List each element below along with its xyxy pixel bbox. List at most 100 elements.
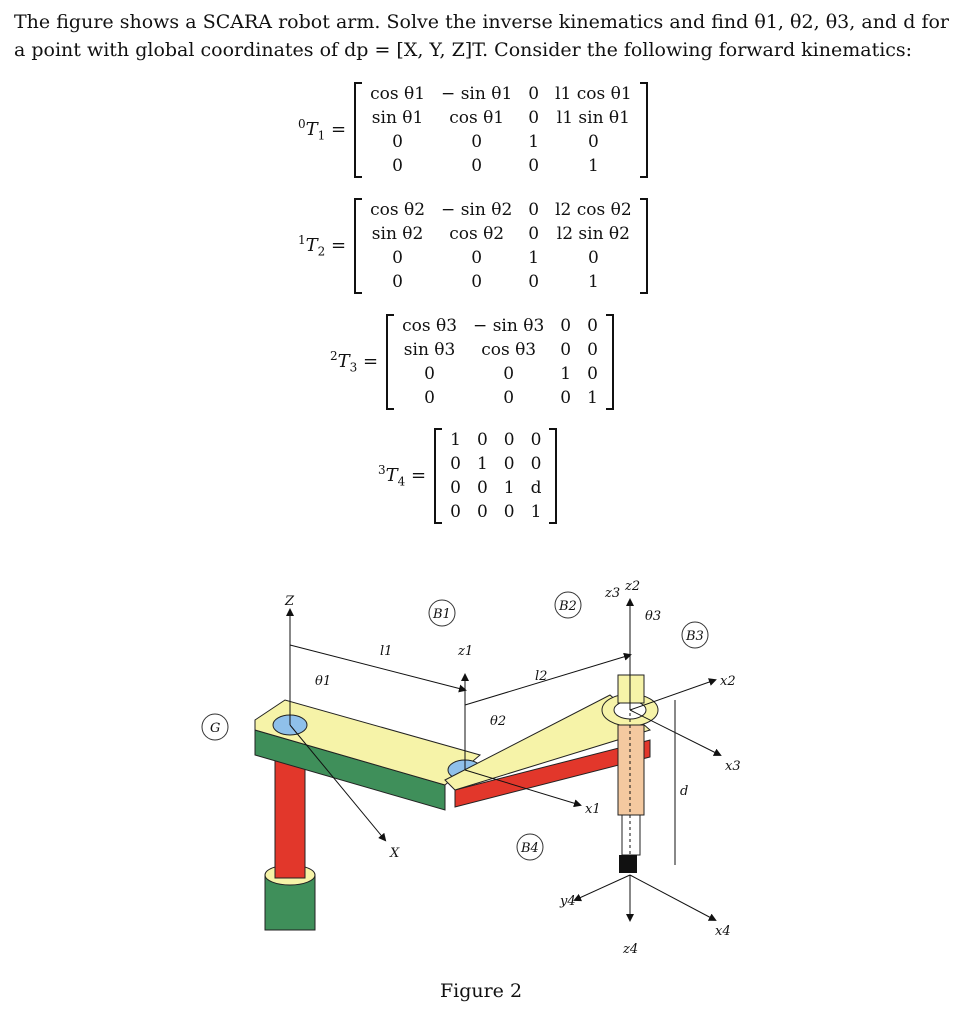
label-z2: z2 xyxy=(624,579,640,594)
matrix-cell: 1 xyxy=(587,388,598,408)
matrix-cell: 1 xyxy=(503,478,515,498)
matrix-cell: 0 xyxy=(587,248,599,268)
matrix-cell: 0 xyxy=(528,200,540,220)
matrix-cell: l2 sin θ2 xyxy=(556,224,630,244)
matrix-cell: cos θ2 xyxy=(449,224,505,244)
label-y4: y4 xyxy=(559,894,576,909)
matrix-cell: 0 xyxy=(471,248,483,268)
label-x3: x3 xyxy=(725,759,741,774)
robot-base xyxy=(264,749,316,931)
matrix-cell: 0 xyxy=(503,388,515,408)
matrix-cell: 0 xyxy=(424,364,435,384)
matrix-cell: 0 xyxy=(503,364,515,384)
matrix: cos θ1 − sin θ1 0 l1 cos θ1 sin θ1 cos θ1 0 l1 … xyxy=(354,82,648,178)
matrix-cell: sin θ1 xyxy=(371,108,424,128)
matrix-cell: 0 xyxy=(476,430,488,450)
label-z3: z3 xyxy=(604,586,620,601)
matrix-cell: 1 xyxy=(528,132,540,152)
matrix-cell: 0 xyxy=(503,430,515,450)
matrix-cell: − sin θ3 xyxy=(473,316,545,336)
matrix-cell: cos θ3 xyxy=(481,340,537,360)
matrix-cell: 0 xyxy=(450,454,461,474)
matrix-cell: l1 cos θ1 xyxy=(555,84,632,104)
matrix-cell: 0 xyxy=(587,364,598,384)
matrix-cell: 0 xyxy=(503,454,515,474)
matrix-cell: 0 xyxy=(450,502,461,522)
label-B3: B3 xyxy=(685,629,704,644)
matrix-cell: 0 xyxy=(392,132,403,152)
matrix-cell: 0 xyxy=(528,224,540,244)
matrix-cell: sin θ2 xyxy=(371,224,424,244)
matrix-cell: 0 xyxy=(471,272,483,292)
label-theta3: θ3 xyxy=(645,609,661,624)
matrix-cell: 1 xyxy=(560,364,572,384)
matrix-cell: cos θ1 xyxy=(370,84,426,104)
label-l1: l1 xyxy=(380,644,392,659)
label-l2: l2 xyxy=(535,669,547,684)
matrix-cell: − sin θ1 xyxy=(441,84,513,104)
label-G: G xyxy=(210,721,220,736)
scara-figure: G B1 B2 B3 B4 Z X l1 l2 θ1 θ2 θ3 z1 z2 z… xyxy=(201,579,741,957)
matrix-cell: 0 xyxy=(503,502,515,522)
matrix-cell: d xyxy=(530,478,542,498)
matrix-row: 0 0 0 1 xyxy=(362,154,640,178)
matrix-cell: − sin θ2 xyxy=(441,200,513,220)
matrix-cell: 0 xyxy=(476,502,488,522)
equation-lhs: 0T1 = xyxy=(298,117,347,143)
label-theta2: θ2 xyxy=(490,714,506,729)
label-B1: B1 xyxy=(432,607,451,622)
problem-statement: The figure shows a SCARA robot arm. Solv… xyxy=(14,8,949,64)
label-x2: x2 xyxy=(720,674,736,689)
matrix-cell: 0 xyxy=(560,388,572,408)
matrix-cell: 0 xyxy=(530,430,542,450)
equation-lhs: 3T4 = xyxy=(378,463,427,489)
matrix-cell: 0 xyxy=(392,248,403,268)
matrix-row: 0 0 1 0 xyxy=(362,246,640,270)
matrix-cell: 0 xyxy=(450,478,461,498)
matrix-cell: 0 xyxy=(528,108,540,128)
matrix-cell: 0 xyxy=(560,340,572,360)
matrix-row: sin θ2 cos θ2 0 l2 sin θ2 xyxy=(362,222,640,246)
quill xyxy=(617,635,645,900)
matrix-cell: cos θ1 xyxy=(449,108,505,128)
matrix-cell: 0 xyxy=(476,478,488,498)
label-Z: Z xyxy=(284,594,295,609)
matrix-cell: 0 xyxy=(528,272,540,292)
link-1 xyxy=(254,699,483,811)
matrix-cell: 0 xyxy=(528,156,540,176)
matrix-cell: 1 xyxy=(476,454,488,474)
label-z1: z1 xyxy=(457,644,473,659)
matrix-cell: 1 xyxy=(587,156,599,176)
equation-lhs: 1T2 = xyxy=(298,233,347,259)
matrix-cell: 0 xyxy=(528,84,540,104)
matrix-cell: 0 xyxy=(587,132,599,152)
matrix-cell: 0 xyxy=(530,454,542,474)
label-B4: B4 xyxy=(520,841,539,856)
matrix-cell: 0 xyxy=(471,156,483,176)
matrix-cell: 0 xyxy=(392,156,403,176)
matrix-cell: sin θ3 xyxy=(403,340,456,360)
matrix-cell: 1 xyxy=(528,248,540,268)
label-d: d xyxy=(680,784,688,799)
label-X: X xyxy=(389,846,400,861)
label-B2: B2 xyxy=(558,599,577,614)
label-x4: x4 xyxy=(715,924,731,939)
matrix-cell: cos θ2 xyxy=(370,200,426,220)
label-z4: z4 xyxy=(622,942,638,957)
matrix-cell: 0 xyxy=(560,316,572,336)
label-x1: x1 xyxy=(585,802,601,817)
problem-text: The figure shows a SCARA robot arm. Solv… xyxy=(14,11,949,61)
matrix-cell: l1 sin θ1 xyxy=(556,108,630,128)
